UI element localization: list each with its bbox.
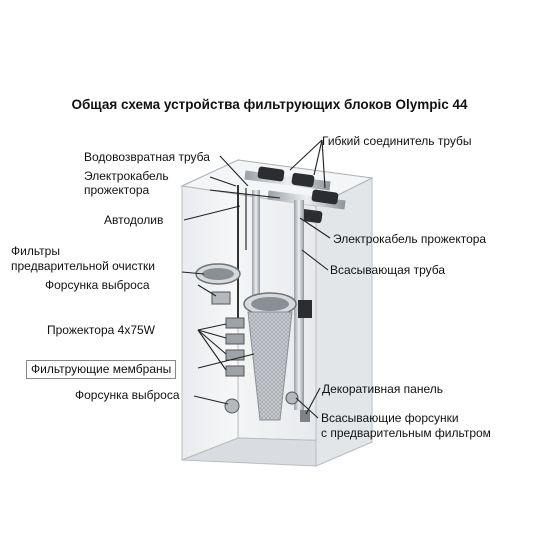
- label-prefilter-line2: предварительной очистки: [11, 259, 155, 273]
- label-suction-pipe: Всасывающая труба: [330, 263, 446, 277]
- membrane-column: [247, 311, 293, 421]
- label-spotlights: Прожектора 4x75W: [47, 323, 155, 337]
- label-decorative-panel: Декоративная панель: [322, 382, 443, 396]
- label-return-pipe: Водовозвратная труба: [84, 150, 210, 164]
- label-flexible-connector: Гибкий соединитель трубы: [322, 134, 472, 148]
- label-suction-nozzles-line1: Всасывающие форсунки: [321, 411, 459, 425]
- label-auto-refill: Автодолив: [104, 213, 164, 227]
- prefilter-baskets: [195, 263, 297, 316]
- leader-lines: [181, 139, 331, 419]
- label-power-cable-line2: прожектора: [84, 183, 150, 197]
- top-pipes: [244, 166, 346, 224]
- vertical-pipes: [237, 185, 312, 422]
- label-spray-nozzle-top: Форсунка выброса: [45, 278, 150, 292]
- label-suction-nozzles-line2: с предварительным фильтром: [321, 426, 491, 440]
- label-filter-membranes: Фильтрующие мембраны: [26, 360, 177, 379]
- label-prefilter-line1: Фильтры: [11, 244, 60, 258]
- label-power-cable-line1: Электрокабель: [84, 169, 169, 183]
- label-spotlight-cable-right: Электрокабель прожектора: [333, 232, 487, 246]
- label-spray-nozzle-bottom: Форсунка выброса: [75, 388, 180, 402]
- spotlights: [211, 291, 299, 414]
- diagram-title: Общая схема устройства фильтрующих блоко…: [71, 97, 468, 112]
